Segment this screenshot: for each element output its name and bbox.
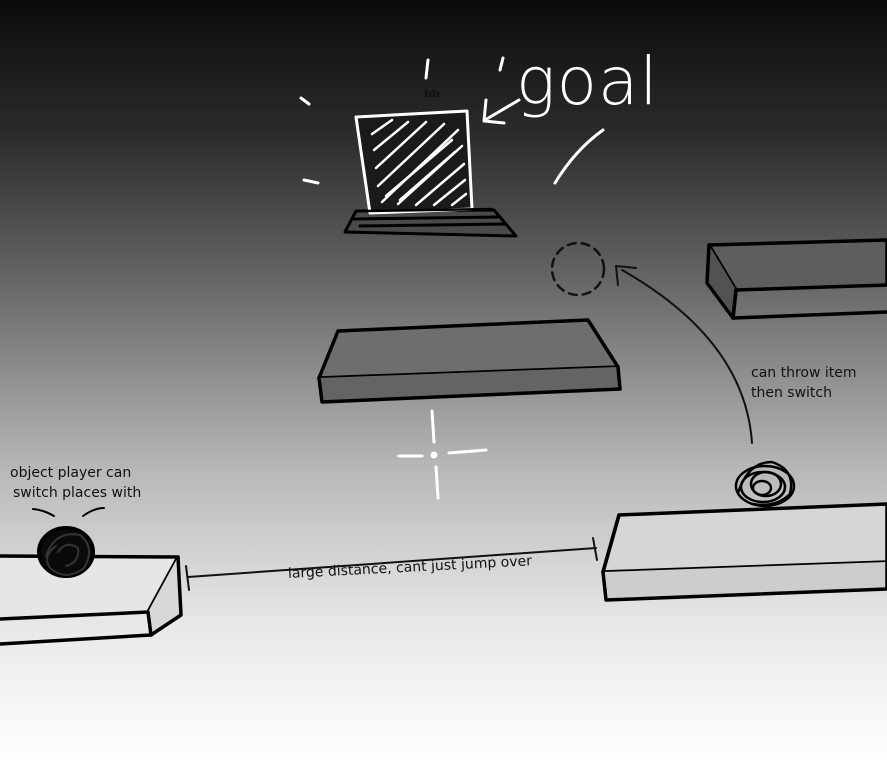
platform-middle bbox=[319, 320, 620, 402]
object-note-line-2: switch places with bbox=[10, 483, 141, 503]
goal-arrow-icon bbox=[484, 100, 519, 123]
crosshair-icon bbox=[399, 411, 486, 498]
throw-note-line-2: then switch bbox=[751, 383, 857, 403]
platform-right bbox=[603, 504, 887, 600]
throw-note: can throw item then switch bbox=[751, 363, 857, 403]
platform-top-right bbox=[707, 240, 887, 318]
object-note: object player can switch places with bbox=[10, 463, 141, 503]
platform-left bbox=[0, 556, 181, 644]
object-note-line-1: object player can bbox=[10, 463, 141, 483]
goal-label: goal bbox=[516, 42, 659, 122]
throw-note-line-1: can throw item bbox=[751, 363, 857, 383]
scribble-object-right-icon bbox=[736, 462, 794, 506]
dashed-circle-icon bbox=[552, 243, 604, 295]
goal-door-icon bbox=[356, 111, 492, 213]
goal-marker-label: bb bbox=[424, 87, 440, 100]
